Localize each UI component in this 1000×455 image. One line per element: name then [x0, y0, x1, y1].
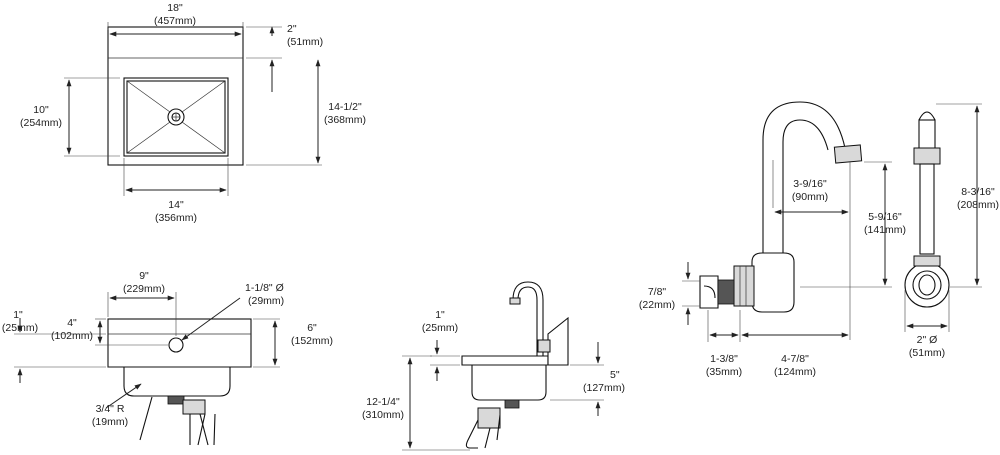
- rim-top-mm: (51mm): [287, 36, 323, 48]
- faucet-center-label: 9": [139, 270, 149, 282]
- base-dia-mm: (51mm): [909, 347, 945, 359]
- rim-side-mm: (25mm): [422, 322, 458, 334]
- faucet-side-view: 3-9/16" (90mm) 5-9/16" (141mm) 7/8" (22m…: [639, 101, 906, 378]
- apron-label: 6": [307, 322, 317, 334]
- width-top-mm: (457mm): [154, 15, 196, 27]
- spout-reach-label: 3-9/16": [793, 178, 827, 190]
- spout-height-label: 5-9/16": [868, 211, 902, 223]
- backsplash-label: 4": [67, 317, 77, 329]
- bowl-depth-label: 10": [33, 104, 49, 116]
- front-view: 9" (229mm) 1-1/8" Ø (29mm) 1" (25mm) 4" …: [2, 270, 333, 446]
- inlet-depth-mm: (35mm): [706, 366, 742, 378]
- faucet-front-view: 8-3/16" (208mm) 2" Ø (51mm): [904, 103, 999, 359]
- faucet-center-mm: (229mm): [123, 283, 165, 295]
- faucet-height-mm: (208mm): [957, 199, 999, 211]
- apron-mm: (152mm): [291, 335, 333, 347]
- rim-front-label: 1": [13, 309, 23, 321]
- width-top-label: 18": [167, 2, 183, 14]
- spout-height-mm: (141mm): [864, 224, 906, 236]
- bowl-width-mm: (356mm): [155, 212, 197, 224]
- rim-top-label: 2": [287, 23, 297, 35]
- overall-depth-label: 14-1/2": [328, 101, 362, 113]
- rim-front-mm: (25mm): [2, 322, 38, 334]
- hole-dia-label: 1-1/8" Ø: [245, 282, 284, 294]
- inlet-offset-mm: (22mm): [639, 299, 675, 311]
- corner-radius-label: 3/4" R: [96, 403, 125, 415]
- bowl-depth-side-label: 5": [610, 369, 620, 381]
- body-depth-mm: (124mm): [774, 366, 816, 378]
- inlet-offset-label: 7/8": [648, 286, 667, 298]
- rim-side-label: 1": [435, 309, 445, 321]
- overall-height-label: 12-1/4": [366, 396, 400, 408]
- base-dia-label: 2" Ø: [917, 334, 938, 346]
- faucet-base-icon: [904, 262, 950, 308]
- bowl-depth-mm: (254mm): [20, 117, 62, 129]
- overall-depth-mm: (368mm): [324, 114, 366, 126]
- inlet-depth-label: 1-3/8": [710, 353, 738, 365]
- spout-reach-mm: (90mm): [792, 191, 828, 203]
- side-view: 1" (25mm) 12-1/4" (310mm) 5" (127mm): [362, 281, 625, 451]
- overall-height-mm: (310mm): [362, 409, 404, 421]
- top-view: 18" (457mm) 2" (51mm) 14-1/2" (368mm) 10…: [20, 2, 366, 224]
- bowl-width-label: 14": [168, 199, 184, 211]
- bowl-depth-side-mm: (127mm): [583, 382, 625, 394]
- body-depth-label: 4-7/8": [781, 353, 809, 365]
- hole-dia-mm: (29mm): [248, 295, 284, 307]
- faucet-hole-icon: [168, 337, 184, 353]
- backsplash-mm: (102mm): [51, 330, 93, 342]
- corner-radius-mm: (19mm): [92, 416, 128, 428]
- faucet-height-label: 8-3/16": [961, 186, 995, 198]
